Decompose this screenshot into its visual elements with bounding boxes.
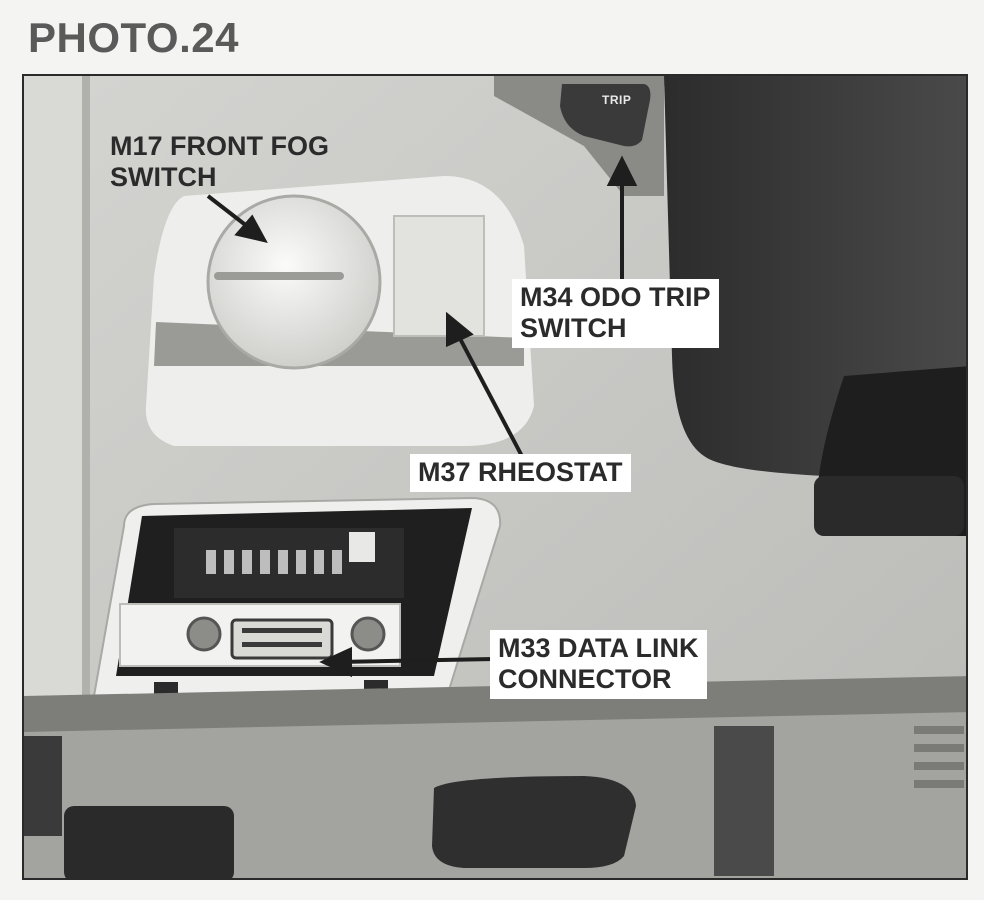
trip-button-shape (560, 84, 651, 147)
accelerator-pedal (432, 776, 636, 868)
label-front-fog-switch: M17 FRONT FOG SWITCH (110, 131, 330, 192)
arrow-rheostat (454, 330, 526, 461)
page-title: PHOTO.24 (28, 14, 239, 61)
fog-switch-knob (206, 194, 382, 370)
trip-button-label: TRIP (602, 93, 632, 107)
brake-pedal (64, 806, 234, 878)
rheostat-window (393, 215, 485, 337)
label-rheostat: M37 RHEOSTAT (410, 454, 631, 492)
label-data-link-connector: M33 DATA LINK CONNECTOR (490, 630, 707, 699)
label-odo-trip-switch: M34 ODO TRIP SWITCH (512, 279, 719, 348)
dashboard-illustration (24, 76, 966, 878)
dashboard-photo: TRIP M17 FRONT FOG SWITCH M34 ODO TRIP S… (22, 74, 968, 880)
arrow-data-link (338, 657, 495, 664)
data-link-connector-shape (230, 618, 334, 660)
